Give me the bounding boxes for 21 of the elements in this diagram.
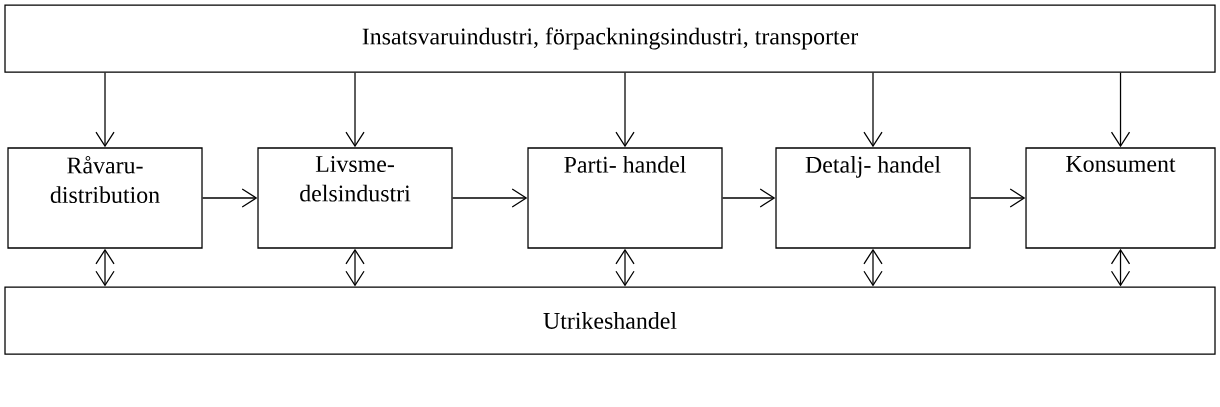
arrow xyxy=(1110,72,1131,148)
process-box: Livsme- delsindustri xyxy=(257,147,453,249)
band-box: Insatsvaruindustri, förpackningsindustri, transporter xyxy=(4,4,1216,73)
process-box: Parti- handel xyxy=(527,147,723,249)
arrow xyxy=(452,188,528,208)
band-box: Utrikeshandel xyxy=(4,286,1216,355)
arrow xyxy=(863,72,883,148)
arrow xyxy=(1110,248,1131,287)
arrow xyxy=(95,248,115,287)
process-box: Råvaru- distribution xyxy=(7,147,203,249)
process-box: Detalj- handel xyxy=(775,147,971,249)
arrow xyxy=(722,188,776,208)
arrow xyxy=(863,248,883,287)
arrow xyxy=(615,72,635,148)
arrow xyxy=(95,72,115,148)
arrow xyxy=(615,248,635,287)
process-box: Konsument xyxy=(1025,147,1216,249)
arrow xyxy=(345,248,365,287)
arrow xyxy=(345,72,365,148)
arrow xyxy=(970,188,1026,208)
arrow xyxy=(202,188,258,208)
